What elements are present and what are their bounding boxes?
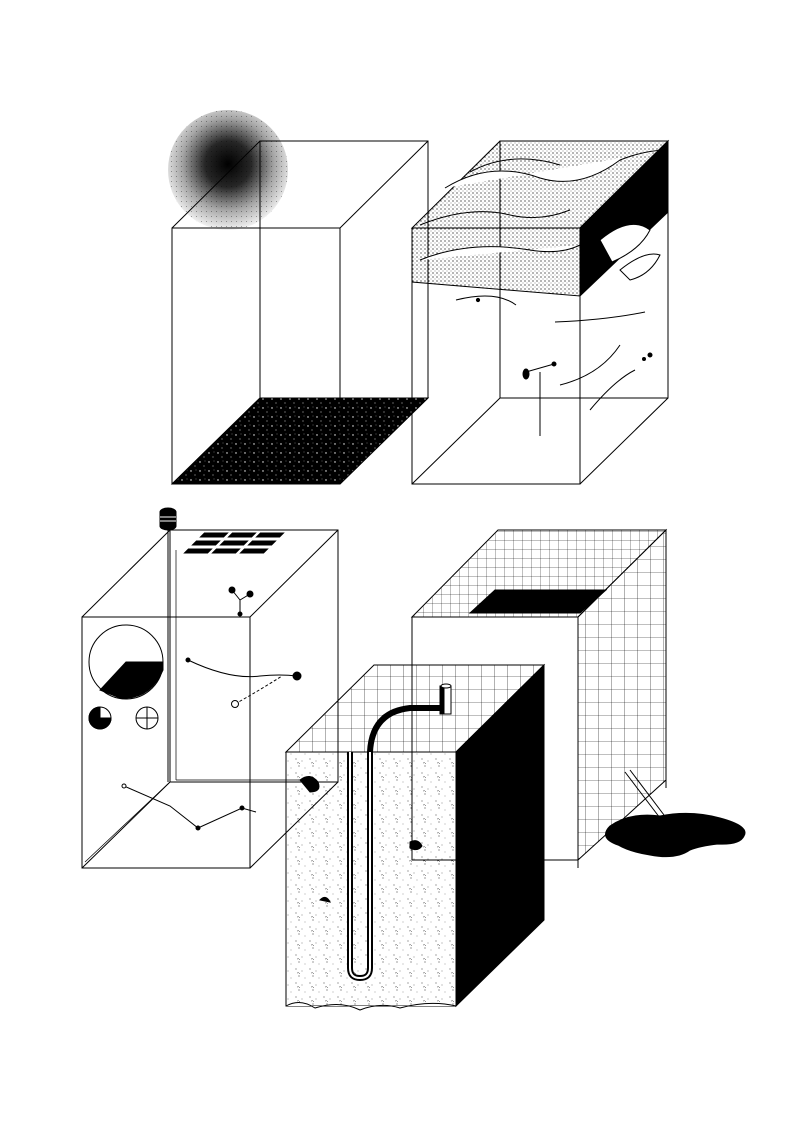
measuring-box bbox=[81, 507, 339, 869]
plotted-lines bbox=[121, 586, 302, 831]
transparent-box bbox=[168, 110, 430, 485]
speckled-black-floor bbox=[170, 397, 430, 485]
u-pipe bbox=[347, 683, 452, 982]
stacked-discs-icon bbox=[159, 507, 177, 782]
pie-circle-icons bbox=[88, 624, 164, 730]
measurement-rulers bbox=[84, 550, 300, 863]
brick-tiles bbox=[180, 531, 288, 555]
spilled-puddle bbox=[605, 812, 746, 858]
geological-box bbox=[410, 139, 670, 485]
concrete-block bbox=[284, 663, 546, 1011]
black-side bbox=[455, 663, 545, 1008]
small-markers bbox=[455, 295, 653, 436]
black-liquid-top bbox=[468, 589, 608, 614]
